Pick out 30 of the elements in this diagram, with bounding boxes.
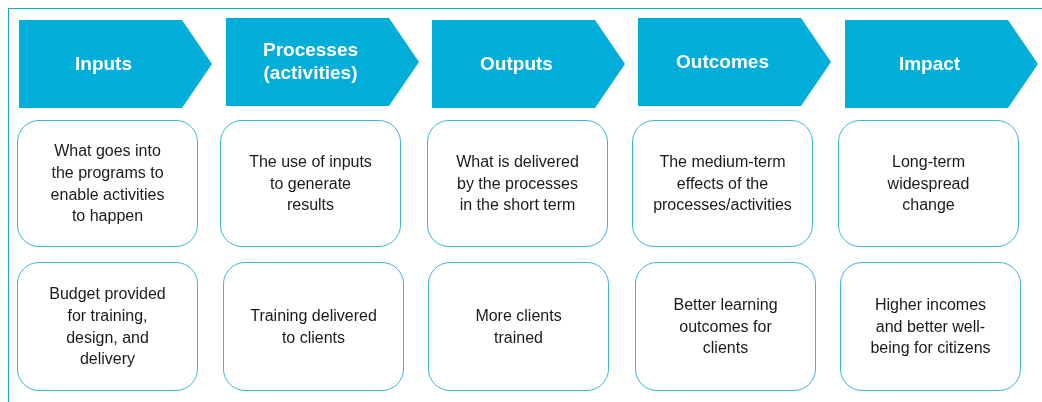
stage-heading: Outcomes <box>676 50 769 74</box>
stage-heading: Outputs <box>480 52 553 76</box>
description-text: Budget provided for training, design, and delivery <box>48 284 167 370</box>
description-text: Better learning outcomes for clients <box>672 295 779 359</box>
rounded-box <box>427 120 608 247</box>
rounded-box <box>428 262 609 391</box>
rounded-box <box>220 120 401 247</box>
rounded-box <box>635 262 816 391</box>
rounded-box <box>838 120 1019 247</box>
description-text: What is delivered by the processes in the short term <box>455 152 580 216</box>
rounded-box <box>17 120 198 247</box>
rounded-box <box>17 262 198 391</box>
description-text: The medium-term effects of the processes/activities <box>653 152 792 216</box>
stage-header-banner <box>432 20 625 108</box>
rounded-box <box>840 262 1021 391</box>
description-text: Higher incomes and better well-being for citizens <box>869 295 992 359</box>
stage-heading: Processes (activities) <box>261 39 360 85</box>
rounded-box <box>632 120 813 247</box>
stage-header-banner <box>638 18 831 106</box>
description-text: Long-term widespread change <box>886 152 971 216</box>
stage-heading: Inputs <box>75 52 132 76</box>
description-text: Training delivered to clients <box>249 305 378 348</box>
description-text: The use of inputs to generate results <box>248 152 373 216</box>
rounded-box <box>223 262 404 391</box>
stage-header-banner <box>845 20 1038 108</box>
stage-header-banner <box>19 20 212 108</box>
description-text: What goes into the programs to enable activities to happen <box>49 141 166 227</box>
stage-header-banner <box>226 18 419 106</box>
stage-heading: Impact <box>898 52 961 76</box>
description-text: More clients trained <box>474 305 563 348</box>
